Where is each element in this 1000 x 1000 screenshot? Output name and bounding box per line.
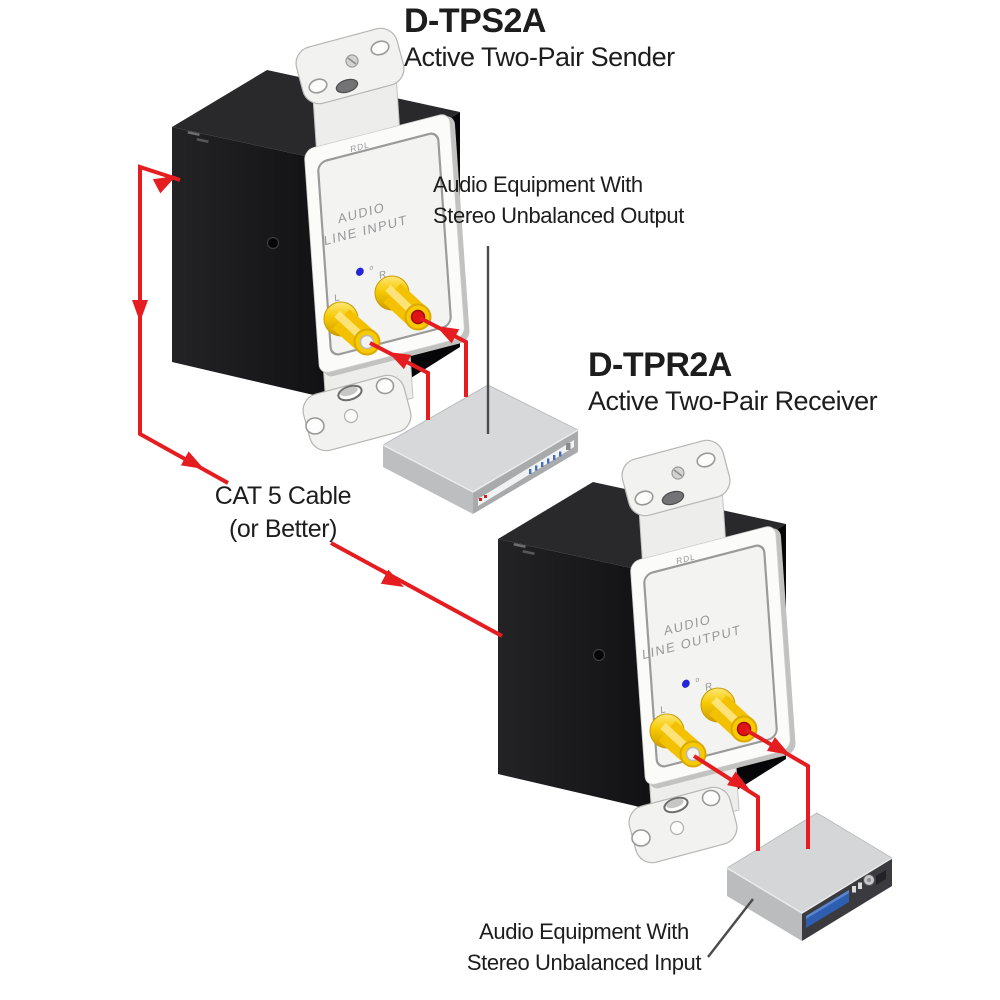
sender-model: D-TPS2A bbox=[404, 2, 546, 40]
cat5-cable-label-line1: CAT 5 Cable bbox=[214, 482, 352, 510]
rca-jack-left bbox=[649, 713, 707, 768]
arrowhead bbox=[380, 569, 404, 587]
receiver-right-rca-cable bbox=[744, 728, 810, 849]
sender-description: Active Two-Pair Sender bbox=[404, 42, 675, 72]
ear-screw-hole bbox=[308, 78, 328, 94]
ear-slot bbox=[335, 78, 359, 94]
equipment-rim bbox=[726, 857, 893, 914]
input-label-pointer bbox=[707, 898, 754, 958]
arrowhead bbox=[436, 326, 460, 344]
panel-red-dot bbox=[479, 498, 482, 501]
mounting-screw bbox=[669, 820, 685, 836]
cat5-cable-run-b bbox=[330, 541, 503, 638]
led-mark: o bbox=[369, 264, 373, 272]
receiver-left-rca-cable bbox=[692, 754, 760, 851]
output-equipment-label-line2: Stereo Unbalanced Output bbox=[433, 203, 684, 228]
jack-left-label: L bbox=[660, 704, 667, 716]
input-equipment-label-line1: Audio Equipment With bbox=[479, 919, 689, 944]
cat5-cable-label: CAT 5 Cable (or Better) bbox=[158, 480, 408, 546]
mounting-ear-top bbox=[295, 27, 405, 105]
output-equipment-label: Audio Equipment With Stereo Unbalanced O… bbox=[433, 169, 684, 231]
jack-highlight bbox=[334, 311, 364, 339]
vent-mark bbox=[187, 130, 200, 137]
screw-slot bbox=[673, 469, 683, 477]
arrowhead bbox=[766, 737, 790, 755]
signal-led bbox=[355, 267, 364, 276]
vent-mark bbox=[513, 543, 526, 549]
front-button bbox=[852, 886, 856, 893]
front-display-glare bbox=[806, 890, 849, 919]
chassis-side-hole bbox=[266, 236, 280, 250]
input-equipment-label: Audio Equipment With Stereo Unbalanced I… bbox=[428, 916, 740, 978]
pointer-lines bbox=[486, 246, 754, 958]
receiver-model: D-TPR2A bbox=[588, 346, 732, 384]
equipment-rim bbox=[382, 429, 579, 493]
wall-plate: RDL AUDIO LINE INPUT o R L bbox=[304, 114, 470, 377]
plate-brand-label: RDL bbox=[676, 551, 696, 566]
mounting-ear-bottom bbox=[628, 786, 738, 864]
jack-highlight bbox=[385, 285, 415, 314]
ear-screw-hole bbox=[370, 40, 390, 56]
jack-right-label: R bbox=[379, 269, 387, 282]
cat5-cable-label-line2: (or Better) bbox=[228, 515, 338, 543]
rca-jack-right bbox=[700, 687, 758, 743]
ear-screw-hole bbox=[701, 789, 721, 807]
ear-screw-hole bbox=[305, 417, 325, 435]
panel-red-dot bbox=[484, 495, 487, 498]
output-equipment-label-line1: Audio Equipment With bbox=[433, 172, 643, 197]
chassis-side-hole bbox=[592, 648, 606, 662]
screw-slot bbox=[347, 57, 357, 65]
arrowhead bbox=[388, 352, 412, 370]
arrowhead bbox=[180, 451, 204, 469]
front-button bbox=[858, 882, 862, 889]
mounting-ear-bottom bbox=[302, 374, 412, 452]
jack-highlight bbox=[711, 697, 741, 726]
ear-screw-hole bbox=[634, 490, 654, 506]
arrowhead bbox=[132, 300, 148, 322]
output-equipment-box bbox=[382, 384, 579, 514]
vent-mark bbox=[522, 550, 535, 556]
sender-device: RDL AUDIO LINE INPUT o R L bbox=[172, 27, 470, 452]
front-panel-strip bbox=[478, 440, 574, 506]
ear-screw-hole bbox=[631, 829, 651, 847]
signal-led bbox=[681, 679, 690, 688]
panel-indicators bbox=[529, 451, 562, 474]
receiver-device: RDL AUDIO LINE OUTPUT o R L bbox=[498, 439, 796, 864]
equipment-left-face bbox=[727, 868, 802, 941]
sender-title: D-TPS2A Active Two-Pair Sender bbox=[404, 1, 675, 74]
receiver-title: D-TPR2A Active Two-Pair Receiver bbox=[588, 345, 878, 418]
vent-mark bbox=[196, 138, 209, 144]
arrowhead bbox=[727, 771, 750, 790]
cable-arrowheads bbox=[132, 176, 790, 790]
arrowhead bbox=[152, 176, 176, 194]
ear-slot-shadow bbox=[666, 798, 684, 809]
input-equipment-box bbox=[726, 812, 893, 941]
jack-left-label: L bbox=[334, 292, 341, 304]
led-mark: o bbox=[695, 676, 699, 684]
sender-right-rca-cable bbox=[419, 316, 468, 397]
jack-right-label: R bbox=[705, 681, 713, 694]
receiver-description: Active Two-Pair Receiver bbox=[588, 386, 878, 416]
equipment-left-face bbox=[383, 445, 473, 514]
ear-screw-hole bbox=[375, 377, 395, 395]
jack-highlight bbox=[660, 723, 690, 751]
front-dark-module bbox=[876, 870, 886, 885]
mounting-ear-top bbox=[621, 439, 731, 517]
input-equipment-label-line2: Stereo Unbalanced Input bbox=[466, 950, 702, 975]
front-knob-center bbox=[867, 878, 871, 882]
panel-connector bbox=[566, 443, 571, 450]
mounting-screw bbox=[343, 408, 359, 424]
plate-brand-label: RDL bbox=[350, 139, 370, 154]
rca-jack-left bbox=[323, 301, 381, 356]
ear-slot-shadow bbox=[340, 386, 358, 397]
rca-jack-right bbox=[374, 275, 432, 331]
ear-screw-hole bbox=[696, 452, 716, 468]
ear-slot bbox=[661, 490, 685, 506]
